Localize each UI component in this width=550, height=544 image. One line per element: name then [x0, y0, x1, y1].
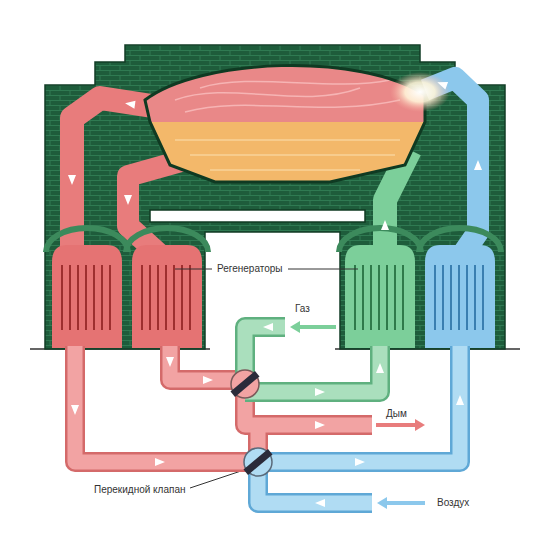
reversing-valve: [230, 370, 272, 476]
regenerator-label: Регенераторы: [215, 263, 285, 275]
roof-slab: [150, 210, 365, 222]
valve-label: Перекидной клапан: [92, 484, 188, 496]
flow-arrows: [68, 79, 482, 507]
gas-label: Газ: [293, 303, 312, 315]
pipes: [75, 327, 460, 503]
smoke-label: Дым: [384, 408, 409, 420]
flame-swirls: [175, 80, 400, 112]
air-label: Воздух: [435, 497, 471, 509]
furnace-body: [45, 45, 505, 349]
inlet-outlet-arrows: [290, 321, 425, 509]
bath-lines: [175, 140, 400, 170]
hearth-outline: [145, 65, 425, 182]
flame-burst: [390, 72, 450, 112]
flame-space: [145, 65, 425, 122]
